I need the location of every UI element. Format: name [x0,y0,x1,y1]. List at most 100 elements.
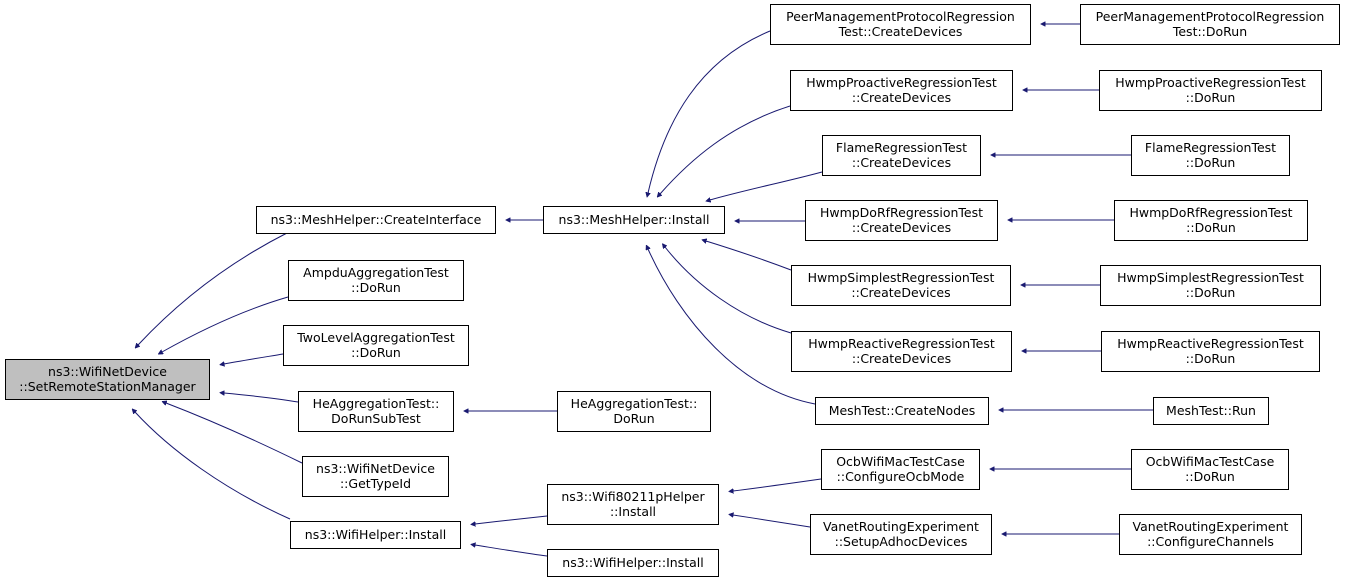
node-label-line: PeerManagementProtocolRegression [786,9,1015,24]
call-edge-ocbwifimactestcase-configureocbmode-to-wifi80211phelper-install [733,478,822,491]
node-label-line: ::CreateDevices [851,285,950,300]
node-box-ocbwifimactestcase-configureocbmode [821,449,980,490]
node-label-line: ::ConfigureChannels [1147,534,1274,549]
node-label-line: ::CreateDevices [852,351,951,366]
node-hwmpproactiveregressiontest-createdevices[interactable]: HwmpProactiveRegressionTest::CreateDevic… [790,70,1013,111]
node-vanetroutingexperiment-setupadhocdevices[interactable]: VanetRoutingExperiment::SetupAdhocDevice… [810,514,992,555]
node-box-wifihelper-install-2 [547,549,719,577]
node-label-line: ns3::WifiHelper::Install [562,555,703,570]
nodes-layer: ns3::WifiNetDevice::SetRemoteStationMana… [5,4,1340,577]
node-label-line: ::DoRun [351,345,401,360]
node-label-line: ns3::WifiNetDevice [48,364,167,379]
node-twolevelaggregationtest-dorun[interactable]: TwoLevelAggregationTest::DoRun [283,325,469,366]
node-ampduaggregationtest-dorun[interactable]: AmpduAggregationTest::DoRun [288,260,464,301]
node-label-line: HwmpReactiveRegressionTest [808,336,995,351]
node-label-line: DoRunSubTest [331,411,421,426]
call-edge-meshtest-createnodes-to-meshhelper-install [648,249,816,405]
node-hwmpreactiveregressiontest-createdevices[interactable]: HwmpReactiveRegressionTest::CreateDevice… [791,331,1012,372]
call-edge-wifihelper-install-1-to-wifinetdevice-setremotestationmanager [135,412,291,520]
node-label-line: Test::CreateDevices [838,24,963,39]
node-box-vanetroutingexperiment-configurechannels [1119,514,1302,555]
call-edge-meshhelper-createinterface-to-wifinetdevice-setremotestationmanager [138,232,288,345]
call-edge-wifinetdevice-gettypeid-to-wifinetdevice-setremotestationmanager [166,403,303,464]
node-flameregressiontest-createdevices[interactable]: FlameRegressionTest::CreateDevices [822,135,981,176]
node-box-hwmpreactiveregressiontest-createdevices [791,331,1012,372]
node-label-line: HwmpProactiveRegressionTest [806,75,997,90]
node-label-line: FlameRegressionTest [1145,140,1276,155]
node-meshhelper-install[interactable]: ns3::MeshHelper::Install [543,206,725,234]
node-label-line: HwmpReactiveRegressionTest [1117,336,1304,351]
node-label-line: ::CreateDevices [852,155,951,170]
node-label-line: HwmpDoRfRegressionTest [820,205,983,220]
node-label-line: ::SetRemoteStationManager [19,379,196,394]
node-hwmpsimplestregressiontest-createdevices[interactable]: HwmpSimplestRegressionTest::CreateDevice… [791,265,1011,306]
node-label-line: DoRun [613,411,654,426]
node-box-vanetroutingexperiment-setupadhocdevices [810,514,992,555]
node-label-line: ::ConfigureOcbMode [837,469,965,484]
node-ocbwifimactestcase-dorun[interactable]: OcbWifiMacTestCase::DoRun [1131,449,1289,490]
node-hwmpdorfregressiontest-createdevices[interactable]: HwmpDoRfRegressionTest::CreateDevices [805,200,998,241]
node-meshtest-createnodes[interactable]: MeshTest::CreateNodes [815,397,989,425]
node-heaggregationtest-dorun[interactable]: HeAggregationTest::DoRun [557,391,711,432]
edges-layer [135,24,1153,557]
node-hwmpproactiveregressiontest-dorun[interactable]: HwmpProactiveRegressionTest::DoRun [1099,70,1322,111]
node-wifi80211phelper-install[interactable]: ns3::Wifi80211pHelper::Install [547,484,719,525]
node-hwmpreactiveregressiontest-dorun[interactable]: HwmpReactiveRegressionTest::DoRun [1101,331,1320,372]
node-wifinetdevice-setremotestationmanager[interactable]: ns3::WifiNetDevice::SetRemoteStationMana… [5,359,210,400]
node-box-meshtest-run [1153,397,1269,425]
node-box-hwmpproactiveregressiontest-dorun [1099,70,1322,111]
node-label-line: VanetRoutingExperiment [1133,519,1289,534]
node-ocbwifimactestcase-configureocbmode[interactable]: OcbWifiMacTestCase::ConfigureOcbMode [821,449,980,490]
node-meshhelper-createinterface[interactable]: ns3::MeshHelper::CreateInterface [256,206,496,234]
node-label-line: ns3::WifiHelper::Install [305,527,446,542]
node-box-flameregressiontest-dorun [1131,135,1290,176]
node-box-hwmpsimplestregressiontest-createdevices [791,265,1011,306]
node-label-line: ::DoRun [1186,351,1236,366]
node-box-hwmpsimplestregressiontest-dorun [1100,265,1321,306]
node-box-wifihelper-install-1 [290,521,461,549]
node-vanetroutingexperiment-configurechannels[interactable]: VanetRoutingExperiment::ConfigureChannel… [1119,514,1302,555]
node-box-meshtest-createnodes [815,397,989,425]
node-peermanagementprotocolregressiontest-createdevices[interactable]: PeerManagementProtocolRegressionTest::Cr… [770,4,1031,45]
node-label-line: AmpduAggregationTest [303,265,449,280]
node-hwmpsimplestregressiontest-dorun[interactable]: HwmpSimplestRegressionTest::DoRun [1100,265,1321,306]
node-label-line: ::DoRun [1185,469,1235,484]
node-wifihelper-install-1[interactable]: ns3::WifiHelper::Install [290,521,461,549]
node-peermanagementprotocolregressiontest-dorun[interactable]: PeerManagementProtocolRegressionTest::Do… [1080,4,1340,45]
node-box-hwmpdorfregressiontest-dorun [1114,200,1308,241]
node-label-line: ::DoRun [1186,155,1236,170]
node-label-line: ::DoRun [1186,285,1236,300]
node-box-twolevelaggregationtest-dorun [283,325,469,366]
call-edge-twolevelaggregationtest-dorun-to-wifinetdevice-setremotestationmanager [224,353,284,364]
call-edge-flameregressiontest-createdevices-to-meshhelper-install [710,171,823,200]
node-box-ampduaggregationtest-dorun [288,260,464,301]
node-label-line: ::DoRun [1186,220,1236,235]
call-edge-heaggregationtest-dorunsubtest-to-wifinetdevice-setremotestationmanager [224,393,299,403]
node-label-line: PeerManagementProtocolRegression [1096,9,1325,24]
node-hwmpdorfregressiontest-dorun[interactable]: HwmpDoRfRegressionTest::DoRun [1114,200,1308,241]
node-meshtest-run[interactable]: MeshTest::Run [1153,397,1269,425]
node-wifinetdevice-gettypeid[interactable]: ns3::WifiNetDevice::GetTypeId [302,456,449,497]
node-wifihelper-install-2[interactable]: ns3::WifiHelper::Install [547,549,719,577]
node-box-meshhelper-createinterface [256,206,496,234]
call-edge-hwmpsimplestregressiontest-createdevices-to-meshhelper-install [706,241,792,271]
node-flameregressiontest-dorun[interactable]: FlameRegressionTest::DoRun [1131,135,1290,176]
node-label-line: MeshTest::Run [1166,403,1256,418]
call-edge-hwmpreactiveregressiontest-createdevices-to-meshhelper-install [665,247,792,334]
node-box-wifinetdevice-setremotestationmanager [5,359,210,400]
node-label-line: OcbWifiMacTestCase [836,454,965,469]
node-label-line: ::SetupAdhocDevices [835,534,968,549]
node-label-line: HeAggregationTest:: [313,396,440,411]
node-box-heaggregationtest-dorun [557,391,711,432]
node-box-meshhelper-install [543,206,725,234]
node-box-heaggregationtest-dorunsubtest [298,391,454,432]
node-box-peermanagementprotocolregressiontest-createdevices [770,4,1031,45]
node-label-line: ::DoRun [351,280,401,295]
node-box-ocbwifimactestcase-dorun [1131,449,1289,490]
node-heaggregationtest-dorunsubtest[interactable]: HeAggregationTest::DoRunSubTest [298,391,454,432]
node-label-line: ::CreateDevices [852,220,951,235]
node-box-peermanagementprotocolregressiontest-dorun [1080,4,1340,45]
node-box-hwmpproactiveregressiontest-createdevices [790,70,1013,111]
